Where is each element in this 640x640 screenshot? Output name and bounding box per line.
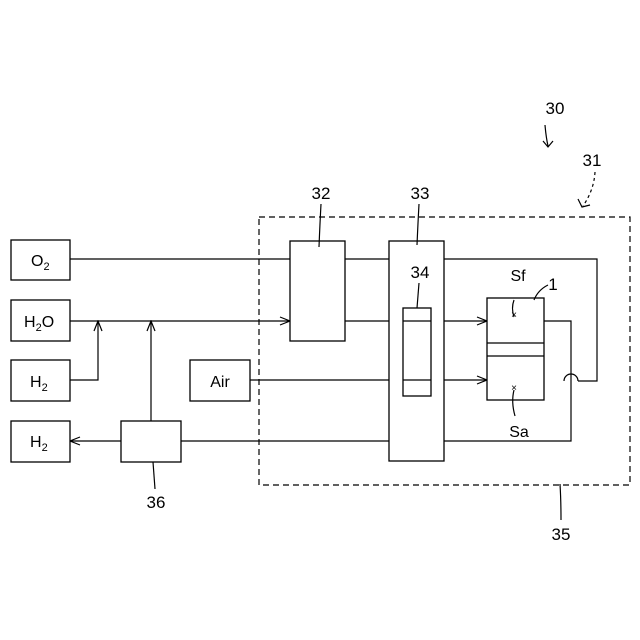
label-33: 33	[411, 184, 430, 203]
label-32: 32	[312, 184, 331, 203]
air-label: Air	[210, 374, 230, 391]
label-30: 30	[546, 99, 565, 118]
label-35: 35	[552, 525, 571, 544]
leader-33	[417, 204, 419, 245]
leader-31	[583, 172, 595, 206]
unit-32-box	[290, 241, 345, 341]
leader-31-arrowhead	[578, 199, 590, 207]
label-sa: Sa	[509, 424, 529, 441]
label-31: 31	[583, 151, 602, 170]
label-1: 1	[548, 275, 557, 294]
leader-30	[545, 125, 548, 146]
h2-supply-line	[70, 321, 98, 380]
label-sf: Sf	[510, 268, 526, 285]
label-36: 36	[147, 493, 166, 512]
leader-36	[153, 462, 155, 489]
label-34: 34	[411, 263, 430, 282]
unit-36-box	[121, 421, 181, 462]
leader-35	[560, 484, 561, 520]
h2o-box	[11, 300, 70, 341]
